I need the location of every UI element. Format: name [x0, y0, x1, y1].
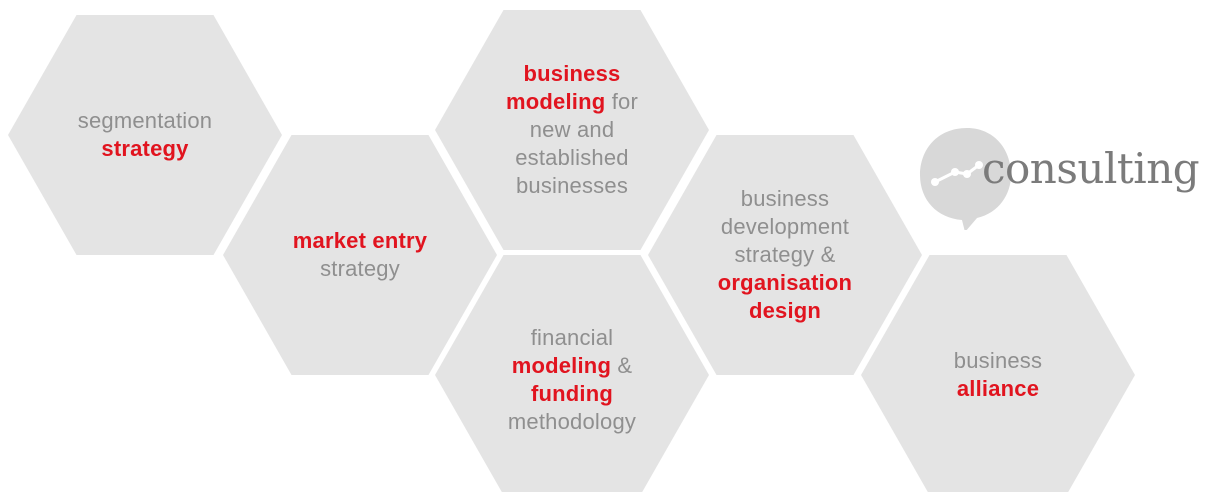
emphasis-text: business	[523, 61, 621, 86]
hex-line: strategy	[293, 255, 427, 283]
hex-line: alliance	[954, 375, 1042, 403]
hexagon-business-development	[648, 135, 922, 375]
hex-line: strategy	[78, 135, 213, 163]
emphasis-text: market entry	[292, 228, 428, 253]
trend-line	[933, 163, 981, 184]
hex-line: development	[718, 213, 852, 241]
hex-line: business	[718, 185, 852, 213]
body-text: &	[611, 353, 633, 378]
emphasis-text: strategy	[101, 136, 189, 161]
hex-line: funding	[508, 380, 636, 408]
hex-text-segmentation: segmentation strategy	[30, 75, 260, 195]
logo-wordmark: consulting	[982, 144, 1200, 193]
hex-line: financial	[508, 324, 636, 352]
hex-line: established	[506, 144, 638, 172]
emphasis-text: design	[748, 298, 822, 323]
consulting-logo-icon	[920, 128, 1011, 230]
hex-line: organisation	[718, 269, 852, 297]
body-text: strategy &	[734, 242, 836, 267]
hexagon-segmentation	[8, 15, 282, 255]
hexagon-business-alliance	[861, 255, 1135, 492]
hexagon-market-entry	[223, 135, 497, 375]
emphasis-text: modeling	[506, 89, 606, 114]
speech-bubble-shape	[920, 128, 1011, 230]
hex-text-business-alliance: business alliance	[883, 315, 1113, 435]
hex-line: new and	[506, 116, 638, 144]
emphasis-text: modeling	[511, 353, 612, 378]
body-text: financial	[530, 325, 614, 350]
emphasis-text: organisation	[717, 270, 853, 295]
hexagon-financial-modeling	[435, 255, 709, 492]
hex-text-market-entry: market entry strategy	[245, 195, 475, 315]
emphasis-text: alliance	[956, 376, 1040, 401]
hex-text-business-development: business development strategy & organisatio…	[670, 170, 900, 340]
body-text: established	[515, 145, 629, 170]
body-text: new and	[529, 117, 615, 142]
hex-line: methodology	[508, 408, 636, 436]
body-text: business	[953, 348, 1043, 373]
hex-line: strategy &	[718, 241, 852, 269]
body-text: segmentation	[77, 108, 213, 133]
hex-line: modeling for	[506, 88, 638, 116]
hex-line: market entry	[293, 227, 427, 255]
emphasis-text: funding	[530, 381, 614, 406]
hex-line: business	[954, 347, 1042, 375]
body-text: business	[740, 186, 830, 211]
hex-line: design	[718, 297, 852, 325]
hex-line: business	[506, 60, 638, 88]
hex-line: businesses	[506, 172, 638, 200]
body-text: for	[605, 89, 638, 114]
body-text: strategy	[320, 256, 400, 281]
hexagon-business-modeling	[435, 10, 709, 250]
hex-line: modeling &	[508, 352, 636, 380]
body-text: methodology	[507, 409, 637, 434]
body-text: development	[720, 214, 850, 239]
hex-line: segmentation	[78, 107, 213, 135]
body-text: businesses	[515, 173, 629, 198]
